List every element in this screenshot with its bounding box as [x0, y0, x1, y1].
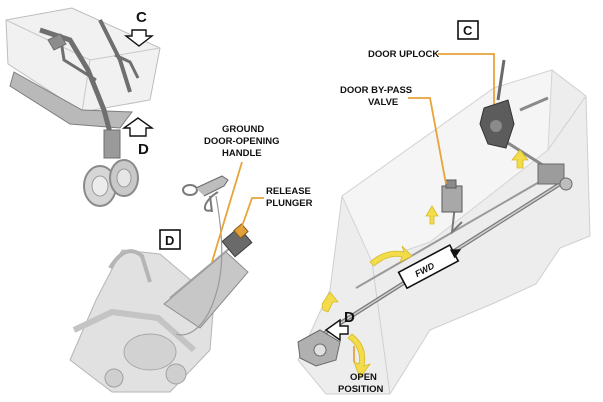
overview-illustration: C D — [5, 7, 161, 207]
view-d-box-label: D — [165, 233, 174, 248]
view-d-box — [159, 229, 181, 250]
overview-gear-structure — [39, 19, 140, 159]
view-d-leader-lines — [211, 161, 264, 263]
overview-door-panel — [9, 71, 133, 129]
door-uplock-part — [479, 59, 515, 149]
bypass-valve-label-line1: DOOR BY-PASS — [340, 85, 412, 96]
bypass-valve-label-line2: VALVE — [368, 97, 398, 108]
motion-arrow-icon — [369, 245, 413, 267]
open-position-label-line2: POSITION — [338, 384, 384, 395]
release-plunger-label-line1: RELEASE — [266, 186, 311, 197]
motion-arrows — [321, 149, 529, 379]
view-d-arrow-icon — [324, 318, 349, 342]
ground-door-opening-handle-part — [175, 175, 229, 336]
ground-handle-label-line3: HANDLE — [222, 148, 262, 159]
ground-handle-label-line1: GROUND — [222, 124, 264, 135]
view-d-illustration: D GROUND DOOR-OPENING HANDLE RELEASE PLU… — [69, 124, 313, 393]
overview-marker-d: D — [138, 141, 149, 158]
view-d-gear-leg — [69, 249, 215, 393]
view-d-arrow-icon — [121, 117, 155, 137]
view-c-marker-d: D — [344, 309, 355, 326]
release-plunger-label-line2: PLUNGER — [266, 198, 313, 209]
open-position-label-line1: OPEN — [350, 372, 377, 383]
overview-wheels — [83, 159, 139, 207]
motion-arrow-icon — [425, 205, 439, 225]
view-c-box — [457, 20, 479, 40]
view-c-leader-lines — [353, 53, 495, 362]
view-c-lower-fitting — [297, 329, 341, 367]
ground-handle-label-line2: DOOR-OPENING — [204, 136, 279, 147]
door-uplock-label: DOOR UPLOCK — [368, 49, 439, 60]
view-c-illustration: FWD C DOOR UPLOCK DOOR BY-PASS VALVE D O… — [297, 20, 591, 395]
view-d-strut-housing — [163, 223, 253, 329]
view-c-box-label: C — [463, 23, 473, 38]
motion-arrow-icon — [511, 149, 529, 169]
motion-arrow-icon — [347, 333, 372, 379]
motion-arrow-icon — [321, 291, 339, 313]
fwd-indicator: FWD — [397, 244, 462, 290]
view-c-arrow-icon — [123, 29, 155, 47]
overview-marker-c: C — [136, 9, 147, 26]
fwd-arrow-icon — [449, 249, 462, 259]
